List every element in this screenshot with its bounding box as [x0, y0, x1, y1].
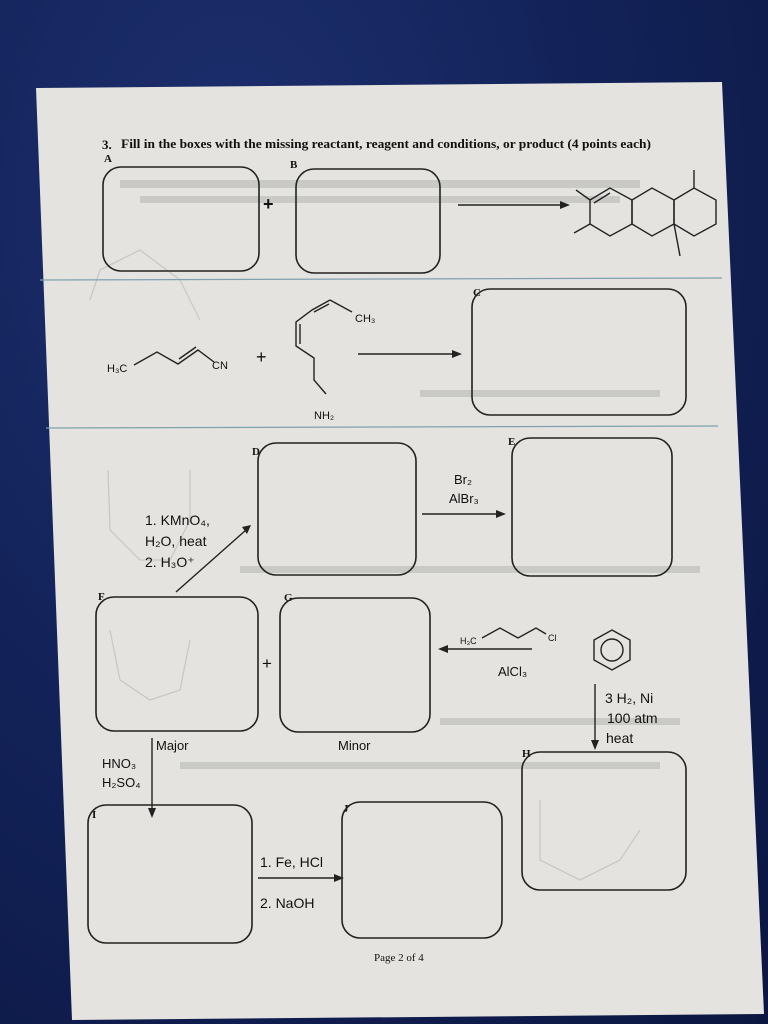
ch3-label: CH₃	[355, 313, 375, 325]
cl-label: Cl	[548, 633, 557, 643]
label-d: D	[252, 446, 260, 458]
label-c: C	[473, 287, 481, 299]
plus-sign-3: +	[262, 654, 272, 673]
hydrogen-nickel-reagent: 3 H₂, Ni	[605, 690, 653, 706]
reaction-arrow-1-head	[560, 201, 570, 209]
reaction-arrow-5-head	[334, 874, 344, 882]
benzene-structure	[593, 629, 631, 671]
fe-hcl-reagent: 1. Fe, HCl	[260, 854, 323, 870]
kmno4-reagent: 1. KMnO₄,	[145, 512, 210, 528]
albr3-reagent: AlBr₃	[449, 491, 479, 506]
nh2-label: NH₂	[314, 410, 334, 422]
answer-box-e[interactable]	[511, 437, 673, 577]
water-heat-reagent: H₂O, heat	[145, 533, 207, 549]
label-e: E	[508, 436, 515, 448]
question-number: 3.	[102, 137, 112, 152]
pressure-condition: 100 atm	[607, 710, 658, 726]
reaction-arrow-2-head	[452, 350, 462, 358]
answer-box-a[interactable]	[102, 166, 260, 272]
answer-box-b[interactable]	[295, 168, 441, 274]
nitration-arrow-head	[148, 808, 156, 818]
answer-box-h[interactable]	[521, 751, 687, 891]
br2-reagent: Br₂	[454, 472, 472, 487]
plus-sign-2: +	[256, 347, 267, 367]
answer-box-j[interactable]	[341, 801, 503, 939]
h3c-label-row4: H₃C	[460, 636, 477, 646]
paper-sheet	[36, 82, 764, 1020]
answer-box-d[interactable]	[257, 442, 417, 576]
answer-box-c[interactable]	[471, 288, 687, 416]
label-f: F	[98, 591, 105, 603]
heat-condition: heat	[606, 730, 633, 746]
hno3-reagent: HNO₃	[102, 756, 136, 771]
reaction-arrow-4-head	[438, 645, 448, 653]
label-i: I	[92, 809, 96, 821]
question-instruction: Fill in the boxes with the missing react…	[121, 136, 651, 151]
h2so4-reagent: H₂SO₄	[102, 775, 141, 790]
diagonal-arrow-kmno4	[175, 529, 247, 593]
naoh-reagent: 2. NaOH	[260, 895, 314, 911]
label-h: H	[522, 748, 531, 760]
answer-box-f[interactable]	[95, 596, 259, 732]
amino-diene-reactant-structure	[295, 299, 353, 395]
label-a: A	[104, 153, 112, 165]
page-number: Page 2 of 4	[374, 952, 424, 964]
row-divider-2	[45, 425, 719, 429]
tricyclic-product-structure	[573, 170, 717, 257]
diagonal-arrow-head	[242, 525, 251, 534]
minor-label: Minor	[338, 738, 371, 753]
label-g: G	[284, 592, 293, 604]
major-label: Major	[156, 738, 189, 753]
answer-box-i[interactable]	[87, 804, 253, 944]
row-divider-1	[39, 277, 723, 281]
nitrile-reactant-structure	[133, 346, 215, 366]
h3c-label-row2: H₃C	[107, 363, 127, 375]
hydrogenation-arrow-head	[591, 740, 599, 750]
bleed-through-text	[89, 180, 700, 881]
answer-box-g[interactable]	[279, 597, 431, 733]
label-b: B	[290, 159, 298, 171]
alcl3-reagent: AlCl₃	[498, 664, 527, 679]
reaction-arrow-3-head	[496, 510, 506, 518]
acid-workup-reagent: 2. H₃O⁺	[145, 554, 195, 570]
cn-label: CN	[212, 360, 228, 372]
plus-sign-1: +	[263, 194, 274, 214]
propyl-chloride-structure	[481, 627, 547, 639]
